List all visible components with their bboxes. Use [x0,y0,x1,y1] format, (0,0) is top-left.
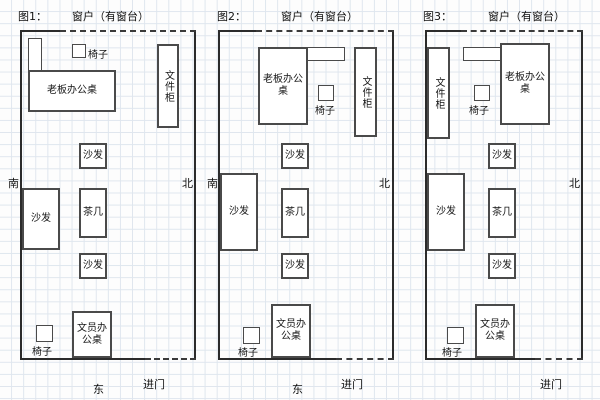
figure-3-boss-desk-return [463,47,503,61]
figure-3-file-cabinet-label: 文件柜 [433,76,444,110]
figure-2-file-cabinet: 文件柜 [354,47,377,137]
figure-2-index-label: 图2： [217,10,246,23]
figure-3-chair-top [474,85,490,101]
figure-1-compass-south: 南 [8,177,19,190]
figure-2-file-cabinet-label: 文件柜 [360,75,371,109]
figure-2-sofa-top-label: 沙发 [285,150,305,162]
figure-3-sofa-bottom: 沙发 [488,253,516,279]
figure-2-wall-bottom-solid [218,358,336,360]
figure-2-sofa-left: 沙发 [220,173,258,251]
figure-2-label-east: 东 [292,383,303,396]
figure-1-sofa-top-label: 沙发 [83,150,103,162]
figure-2-chair-bottom [243,327,260,344]
figure-3-file-cabinet: 文件柜 [427,47,450,139]
figure-2-chair-top [318,85,334,101]
figure-1-door-opening [145,358,196,360]
figure-3-window-label: 窗户（有窗台） [488,10,565,23]
figure-1-window-opening [60,30,196,32]
figure-3-chair-bottom [447,327,464,344]
figure-3-compass-north: 北 [569,177,580,190]
figure-1-clerk-desk: 文员办公桌 [72,311,112,358]
figure-2-sofa-bottom-label: 沙发 [285,260,305,272]
figure-3-wall-north [581,30,583,360]
figure-2-sofa-left-label: 沙发 [229,206,249,218]
figure-1-chair-top-label: 椅子 [88,50,108,61]
figure-2-chair-top-label: 椅子 [315,106,335,117]
figure-1-sofa-bottom: 沙发 [79,253,107,279]
figure-2-wall-south [218,30,220,360]
figure-2-boss-desk-return [305,47,345,61]
figure-2-tea-table-label: 茶几 [285,207,305,219]
figure-2-sofa-top: 沙发 [281,143,309,169]
figure-3-wall-south [425,30,427,360]
figure-3-boss-desk-label: 老板办公桌 [505,72,545,95]
figure-2-clerk-desk: 文员办公桌 [271,304,311,358]
figure-2-tea-table: 茶几 [281,188,309,238]
figure-2-sofa-bottom: 沙发 [281,253,309,279]
figure-1-compass-north: 北 [182,177,193,190]
figure-1-tea-table-label: 茶几 [83,207,103,219]
figure-3-sofa-top: 沙发 [488,143,516,169]
figure-1-chair-top [72,44,86,58]
figure-3-sofa-left: 沙发 [427,173,465,251]
figure-2-compass-south: 南 [207,177,218,190]
figure-2-window-label: 窗户（有窗台） [281,10,358,23]
figure-3-clerk-desk-label: 文员办公桌 [480,319,510,342]
figure-1-wall-north [194,30,196,360]
figure-1-wall-bottom-solid [20,358,145,360]
figure-2-clerk-desk-label: 文员办公桌 [276,319,306,342]
figure-1-window-label: 窗户（有窗台） [72,10,149,23]
figure-3-sofa-bottom-label: 沙发 [492,260,512,272]
figure-2-window-opening [256,30,394,32]
figure-3-index-label: 图3： [423,10,452,23]
figure-2-boss-desk-label: 老板办公桌 [263,74,303,97]
figure-1-boss-desk-label: 老板办公桌 [47,85,97,97]
figure-2: 图2： 窗户（有窗台） 老板办公桌 椅子 文件柜 沙发 沙发 茶几 [205,0,403,400]
figure-3-sofa-left-label: 沙发 [436,206,456,218]
figure-3-tea-table-label: 茶几 [492,207,512,219]
figure-1-chair-bottom-label: 椅子 [32,347,52,358]
figure-1-index-label: 图1： [18,10,47,23]
figure-3-sofa-top-label: 沙发 [492,150,512,162]
figure-2-boss-desk: 老板办公桌 [258,47,308,125]
figure-2-wall-top-solid [218,30,256,32]
figure-1-file-cabinet: 文件柜 [157,44,179,128]
figure-3-wall-top-solid [425,30,461,32]
figure-1-tea-table: 茶几 [79,188,107,238]
figure-2-label-door: 进门 [341,378,363,391]
figure-2-door-opening [336,358,394,360]
figure-1-wall-south [20,30,22,360]
figure-1: 图1： 窗户（有窗台） 老板办公桌 椅子 文件柜 沙发 沙发 茶几 [0,0,205,400]
figure-2-compass-north: 北 [379,177,390,190]
figure-3-chair-bottom-label: 椅子 [442,348,462,359]
figure-1-label-east: 东 [93,383,104,396]
figure-3-door-opening [535,358,583,360]
figure-2-wall-north [392,30,394,360]
figure-3-chair-top-label: 椅子 [469,106,489,117]
figure-1-file-cabinet-label: 文件柜 [162,69,174,103]
figure-1-label-door: 进门 [143,378,165,391]
figure-1-sofa-left-label: 沙发 [31,213,51,225]
figure-3-clerk-desk: 文员办公桌 [475,304,515,358]
figure-3-wall-bottom-solid [425,358,535,360]
figure-1-sofa-left: 沙发 [22,188,60,250]
figure-3-tea-table: 茶几 [488,188,516,238]
figure-3: 图3： 窗户（有窗台） 文件柜 老板办公桌 椅子 沙发 沙发 茶几 [403,0,600,400]
figure-2-chair-bottom-label: 椅子 [238,348,258,359]
figure-3-label-door: 进门 [540,378,562,391]
figure-1-sofa-top: 沙发 [79,143,107,169]
figure-1-clerk-desk-label: 文员办公桌 [77,322,107,346]
figure-3-boss-desk: 老板办公桌 [500,43,550,125]
figure-1-boss-desk: 老板办公桌 [28,70,116,112]
figure-1-wall-top-solid [20,30,60,32]
figure-3-window-opening [461,30,583,32]
figure-1-sofa-bottom-label: 沙发 [83,260,103,272]
figure-1-chair-bottom [36,325,53,342]
